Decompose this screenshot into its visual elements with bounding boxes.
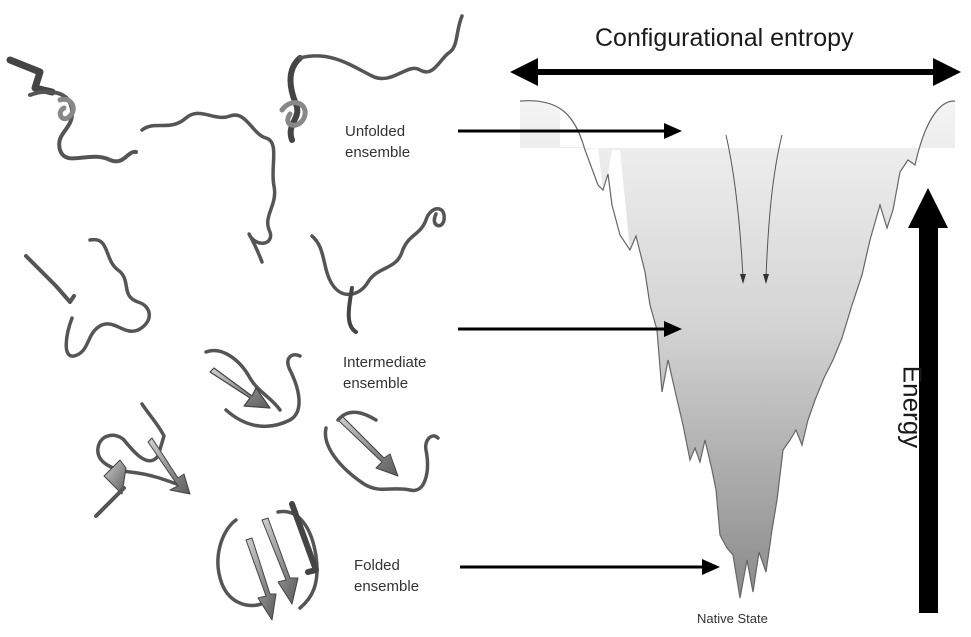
intermediate-label-line2: ensemble <box>343 373 426 394</box>
protein-intermediate-4 <box>96 404 190 516</box>
protein-unfolded-2 <box>142 113 275 262</box>
folded-label-line2: ensemble <box>354 576 419 597</box>
protein-structures <box>10 16 462 620</box>
energy-label: Energy <box>897 352 928 462</box>
folded-arrow <box>460 559 720 575</box>
protein-unfolded-1 <box>10 60 136 161</box>
intermediate-ensemble-label: Intermediate ensemble <box>343 352 426 394</box>
unfolded-label-line1: Unfolded <box>345 121 410 142</box>
protein-intermediate-5 <box>325 412 438 490</box>
folded-ensemble-label: Folded ensemble <box>354 555 419 597</box>
entropy-arrow <box>510 58 961 86</box>
folded-label-line1: Folded <box>354 555 419 576</box>
protein-intermediate-1 <box>26 240 149 357</box>
native-state-label: Native State <box>697 611 768 626</box>
protein-intermediate-3 <box>206 351 300 427</box>
intermediate-arrow <box>458 321 682 337</box>
unfolded-ensemble-label: Unfolded ensemble <box>345 121 410 163</box>
protein-folded <box>218 504 317 620</box>
protein-intermediate-2 <box>312 209 444 332</box>
intermediate-label-line1: Intermediate <box>343 352 426 373</box>
unfolded-label-line2: ensemble <box>345 142 410 163</box>
configurational-entropy-label: Configurational entropy <box>595 24 854 53</box>
energy-funnel <box>520 95 955 598</box>
